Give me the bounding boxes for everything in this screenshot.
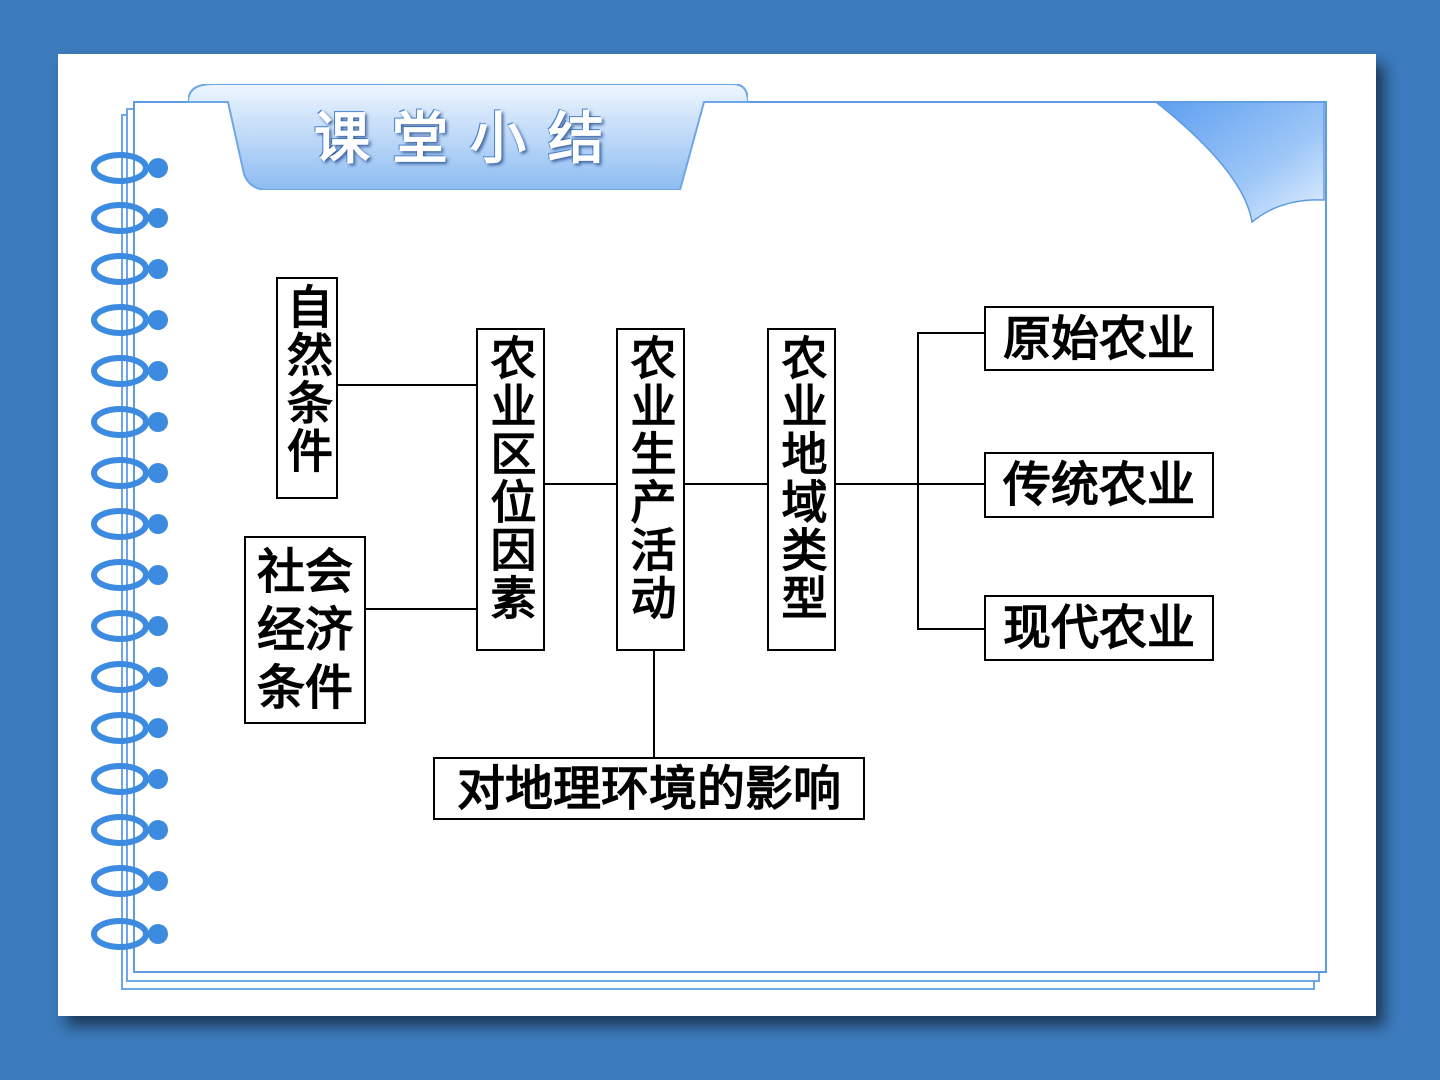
node-traditional-agriculture: 传统农业 [984, 452, 1214, 518]
node-socio-economic-conditions: 社会经济条件 [244, 536, 366, 724]
connector-production-to-regional [683, 483, 769, 485]
node-modern-agriculture: 现代农业 [984, 595, 1214, 661]
node-environmental-impact: 对地理环境的影响 [433, 757, 865, 820]
title-tab [188, 84, 748, 190]
connector-branch-vertical [917, 332, 919, 630]
connector-branch-modern [917, 628, 986, 630]
connector-location-to-production [543, 483, 618, 485]
slide-title: 课堂小结 [314, 107, 626, 172]
node-location-factors: 农业区位因素 [476, 328, 545, 651]
node-regional-types: 农业地域类型 [767, 328, 836, 651]
connector-natural-to-location [336, 384, 478, 386]
connector-regional-to-branch [834, 483, 986, 485]
node-production-activity: 农业生产活动 [616, 328, 685, 651]
connector-branch-primitive [917, 332, 986, 334]
node-natural-conditions: 自然条件 [276, 277, 338, 499]
connector-social-to-location [364, 608, 478, 610]
page-curl-corner [1156, 102, 1325, 224]
spiral-binding [91, 152, 180, 950]
connector-production-to-impact [653, 649, 655, 759]
node-primitive-agriculture: 原始农业 [984, 306, 1214, 371]
